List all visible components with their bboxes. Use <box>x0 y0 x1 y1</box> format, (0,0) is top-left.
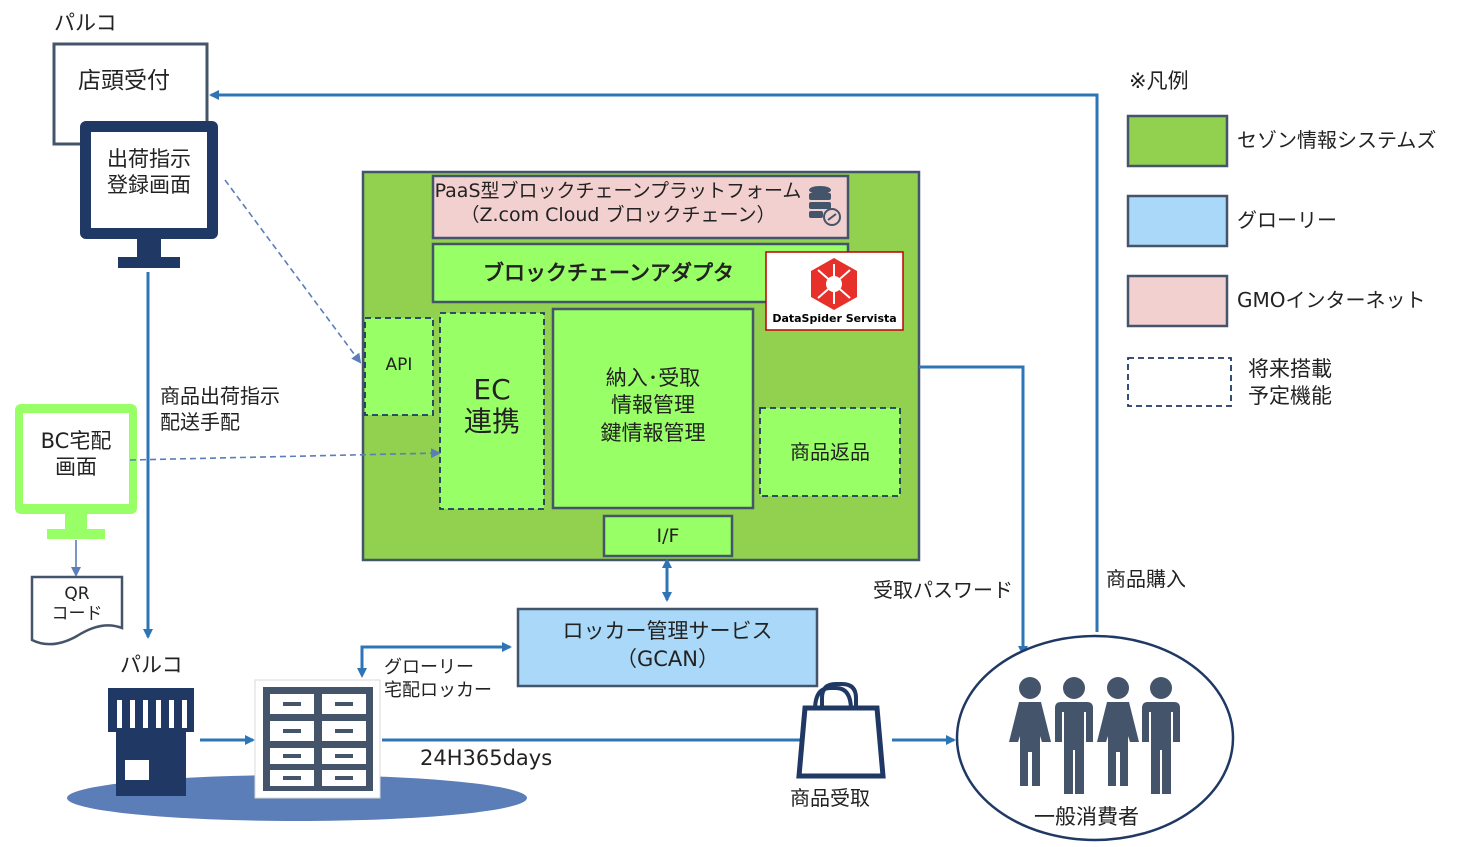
legend-swatch-dashed <box>1127 357 1232 407</box>
bc-screen-label: BC宅配 画面 <box>40 429 112 480</box>
monitor-text: 出荷指示 登録画面 <box>107 147 191 198</box>
legend-label-gmo: GMOインターネット <box>1237 288 1426 312</box>
ec-label: EC 連携 <box>463 373 520 439</box>
consumer-label: 一般消費者 <box>1034 805 1139 829</box>
adapter-label: ブロックチェーンアダプタ <box>483 261 734 285</box>
purchase-arrow <box>209 90 1099 632</box>
monitor-to-api-dashed <box>224 179 362 364</box>
purchase-label: 商品購入 <box>1106 567 1186 591</box>
parco-bottom-label: パルコ <box>120 653 183 677</box>
qr-label: QR コード <box>51 584 103 625</box>
ship-instruction-label: 商品出荷指示 配送手配 <box>160 384 280 434</box>
consumers-icon <box>1009 677 1180 794</box>
paas-box <box>431 174 850 240</box>
pickup-label: 商品受取 <box>790 786 870 810</box>
ec-box <box>439 312 545 510</box>
center-label: 納入･受取 情報管理 鍵情報管理 <box>600 366 706 445</box>
api-label: API <box>385 355 413 375</box>
hours-label: 24H365days <box>420 746 553 770</box>
legend-label-saison: セゾン情報システムズ <box>1237 128 1437 152</box>
legend-label-dashed: 将来搭載 予定機能 <box>1248 357 1332 409</box>
if-label: I/F <box>656 525 680 547</box>
paas-label: PaaS型ブロックチェーンプラットフォーム （Z.com Cloud ブロックチ… <box>434 180 802 226</box>
bc-monitor-base <box>47 529 105 539</box>
monitor-base <box>118 257 180 268</box>
locker-gcan-arrow <box>357 642 512 678</box>
shopping-bag-icon <box>796 682 886 779</box>
center-box <box>551 307 755 510</box>
shipment-monitor-screen <box>91 132 207 228</box>
gcan-label: ロッカー管理サービス （GCAN） <box>562 619 773 672</box>
qr-document <box>30 575 124 646</box>
parco-top-label: パルコ <box>54 11 117 35</box>
legend-label-glory: グローリー <box>1237 208 1337 232</box>
locker-icon <box>254 679 381 799</box>
legend-title: ※凡例 <box>1129 69 1189 93</box>
api-box <box>364 317 434 416</box>
gcan-box <box>516 607 819 688</box>
bc-monitor-screen <box>23 413 129 504</box>
if-box <box>602 514 734 558</box>
legend-swatch-saison <box>1126 114 1229 168</box>
front-desk-label: 店頭受付 <box>78 68 170 94</box>
monitor-neck <box>137 239 161 259</box>
legend-swatch-glory <box>1126 194 1229 248</box>
bc-monitor-neck <box>65 514 87 530</box>
database-icon <box>809 186 841 226</box>
returns-box <box>759 407 901 497</box>
dataspider-text: DataSpider Servista <box>772 312 897 325</box>
legend-swatch-gmo <box>1126 274 1229 328</box>
dataspider-logo <box>765 251 904 331</box>
bc-to-ec-dashed <box>129 448 441 461</box>
password-label: 受取パスワード <box>873 578 1013 602</box>
password-arrow <box>919 365 1028 656</box>
locker-label: グローリー 宅配ロッカー <box>384 657 492 702</box>
returns-label: 商品返品 <box>790 440 870 464</box>
